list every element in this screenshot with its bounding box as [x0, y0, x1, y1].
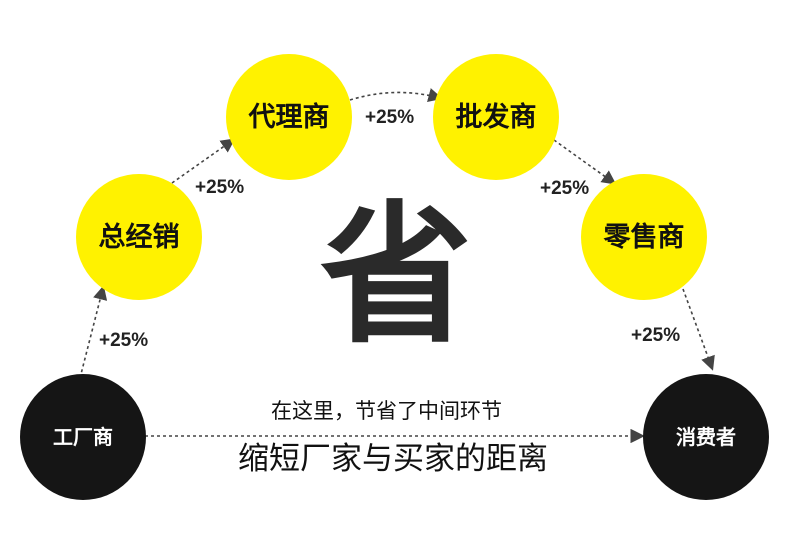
- node-consumer-label: 消费者: [676, 425, 736, 449]
- markup-wholesaler-to-retailer: +25%: [540, 178, 590, 199]
- node-consumer: 消费者: [643, 374, 769, 500]
- node-factory-label: 工厂商: [53, 425, 113, 449]
- markup-retailer-to-consumer: +25%: [631, 325, 681, 346]
- markup-factory-to-general: +25%: [99, 330, 149, 351]
- caption-line-1: 在这里，节省了中间环节: [271, 399, 502, 423]
- caption-line-2: 缩短厂家与买家的距离: [238, 441, 548, 477]
- node-retailer-label: 零售商: [603, 221, 685, 253]
- node-retailer: 零售商: [581, 174, 707, 300]
- node-agent: 代理商: [226, 54, 352, 180]
- node-wholesaler: 批发商: [433, 54, 559, 180]
- markup-general-to-agent: +25%: [195, 177, 245, 198]
- arrow-retailer-to-consumer: [682, 288, 715, 371]
- node-agent-label: 代理商: [248, 101, 330, 133]
- center-character: 省: [320, 187, 472, 364]
- node-general-distributor-label: 总经销: [98, 221, 180, 253]
- arrow-general-to-agent: [171, 138, 236, 184]
- node-general-distributor: 总经销: [76, 174, 202, 300]
- markup-agent-to-wholesaler: +25%: [365, 107, 415, 128]
- node-factory: 工厂商: [20, 374, 146, 500]
- arrow-agent-to-wholesaler: [349, 88, 443, 102]
- node-wholesaler-label: 批发商: [455, 101, 537, 133]
- arrow-wholesaler-to-retailer: [553, 139, 617, 185]
